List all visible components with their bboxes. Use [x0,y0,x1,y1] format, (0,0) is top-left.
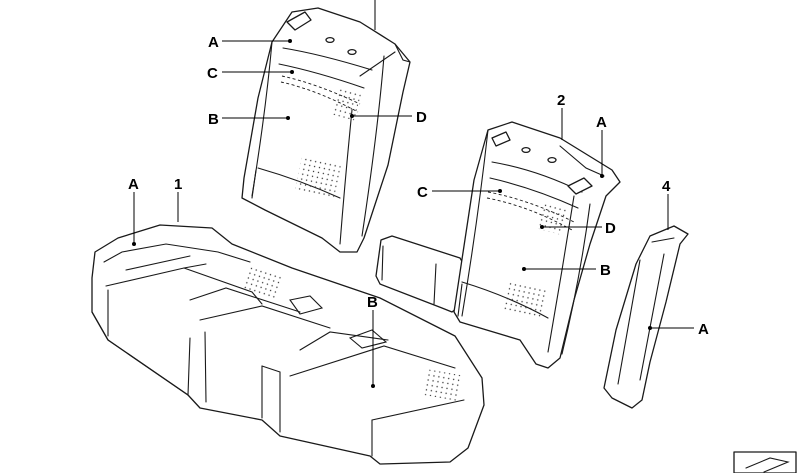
callout-a-cushion: A [128,176,139,193]
callout-b-cushion: B [367,294,378,311]
callout-a-right-backrest: A [596,114,607,131]
side-bolster-cover [603,225,689,409]
callout-a-left-backrest: A [208,34,219,51]
callout-labels: 1 2 4 A C B D A B A C D B A [128,34,709,338]
callout-d-right-backrest: D [605,220,616,237]
leader-lines [132,0,694,388]
callout-c-left-backrest: C [207,65,218,82]
right-backrest-cover [453,121,621,369]
callout-c-right-backrest: C [417,184,428,201]
left-backrest-cover [241,7,411,253]
callout-part-1: 1 [174,176,182,193]
seat-cushion-cover [91,224,485,465]
callout-d-left-backrest: D [416,109,427,126]
armrest-cover [375,235,467,313]
callout-a-side-bolster: A [698,321,709,338]
callout-part-4: 4 [662,178,671,195]
callout-b-right-backrest: B [600,262,611,279]
sheet-corner-icon [733,451,797,473]
callout-b-left-backrest: B [208,111,219,128]
callout-part-2: 2 [557,92,565,109]
